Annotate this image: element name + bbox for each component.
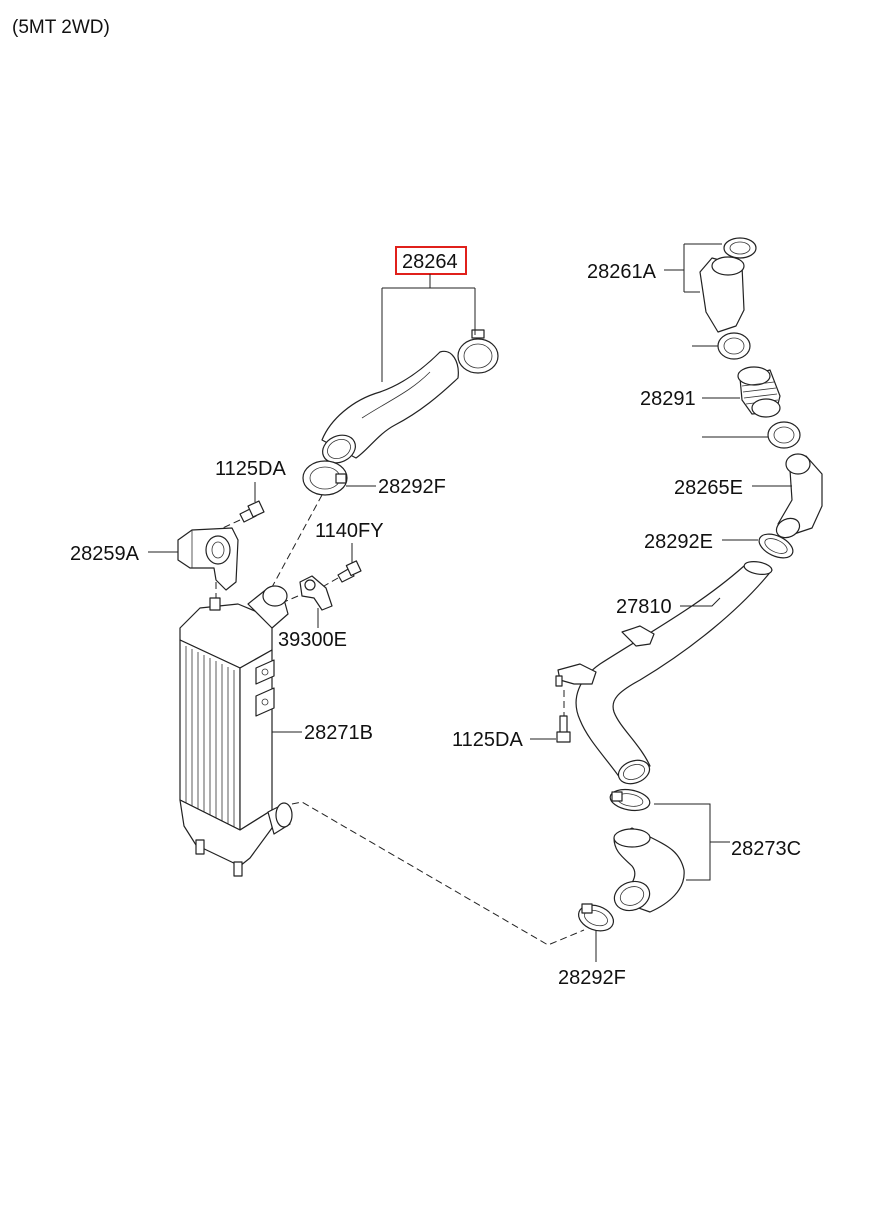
- clamp-28292E[interactable]: [755, 529, 796, 562]
- clamp-28292F-lower[interactable]: [575, 901, 617, 936]
- clamp-28261A[interactable]: [723, 237, 757, 259]
- diagram-title: (5MT 2WD): [12, 17, 110, 38]
- part-label-28264[interactable]: 28264: [402, 251, 458, 273]
- part-label-27810[interactable]: 27810: [616, 596, 672, 618]
- part-label-28291[interactable]: 28291: [640, 388, 696, 410]
- part-label-1140FY[interactable]: 1140FY: [315, 520, 384, 542]
- part-label-28259A[interactable]: 28259A: [70, 543, 140, 565]
- resonator-28291[interactable]: [737, 366, 781, 418]
- part-label-39300E[interactable]: 39300E: [278, 629, 347, 651]
- bolt-1125DA-upper[interactable]: [239, 500, 265, 523]
- clamp-right-1[interactable]: [717, 332, 751, 360]
- part-label-1125DA-right[interactable]: 1125DA: [452, 729, 523, 751]
- pipe-27810[interactable]: [555, 560, 773, 788]
- clamp-right-2[interactable]: [767, 421, 801, 449]
- clamp-28264[interactable]: [457, 329, 499, 374]
- hose-28261A[interactable]: [699, 256, 745, 333]
- part-label-28271B[interactable]: 28271B: [304, 722, 373, 744]
- bracket-28259A[interactable]: [177, 527, 239, 591]
- part-label-28265E[interactable]: 28265E: [674, 477, 743, 499]
- clamp-28273C[interactable]: [609, 787, 652, 814]
- sensor-39300E[interactable]: [299, 575, 333, 611]
- part-label-28273C[interactable]: 28273C: [731, 838, 801, 860]
- part-label-28292F-upper[interactable]: 28292F: [378, 476, 446, 498]
- bolt-1140FY[interactable]: [337, 560, 362, 583]
- hose-28265E[interactable]: [773, 453, 823, 541]
- part-label-1125DA-upper[interactable]: 1125DA: [215, 458, 286, 480]
- intercooler-28271B[interactable]: [179, 585, 293, 877]
- part-label-28292F-lower[interactable]: 28292F: [558, 967, 626, 989]
- hose-28273C[interactable]: [610, 827, 685, 915]
- bolt-1125DA-right[interactable]: [556, 715, 571, 743]
- highlight-box: [395, 246, 467, 275]
- clamp-28292F-upper[interactable]: [302, 460, 348, 496]
- part-label-28292E[interactable]: 28292E: [644, 531, 713, 553]
- part-label-28261A[interactable]: 28261A: [587, 261, 657, 283]
- hose-28264[interactable]: [318, 350, 459, 468]
